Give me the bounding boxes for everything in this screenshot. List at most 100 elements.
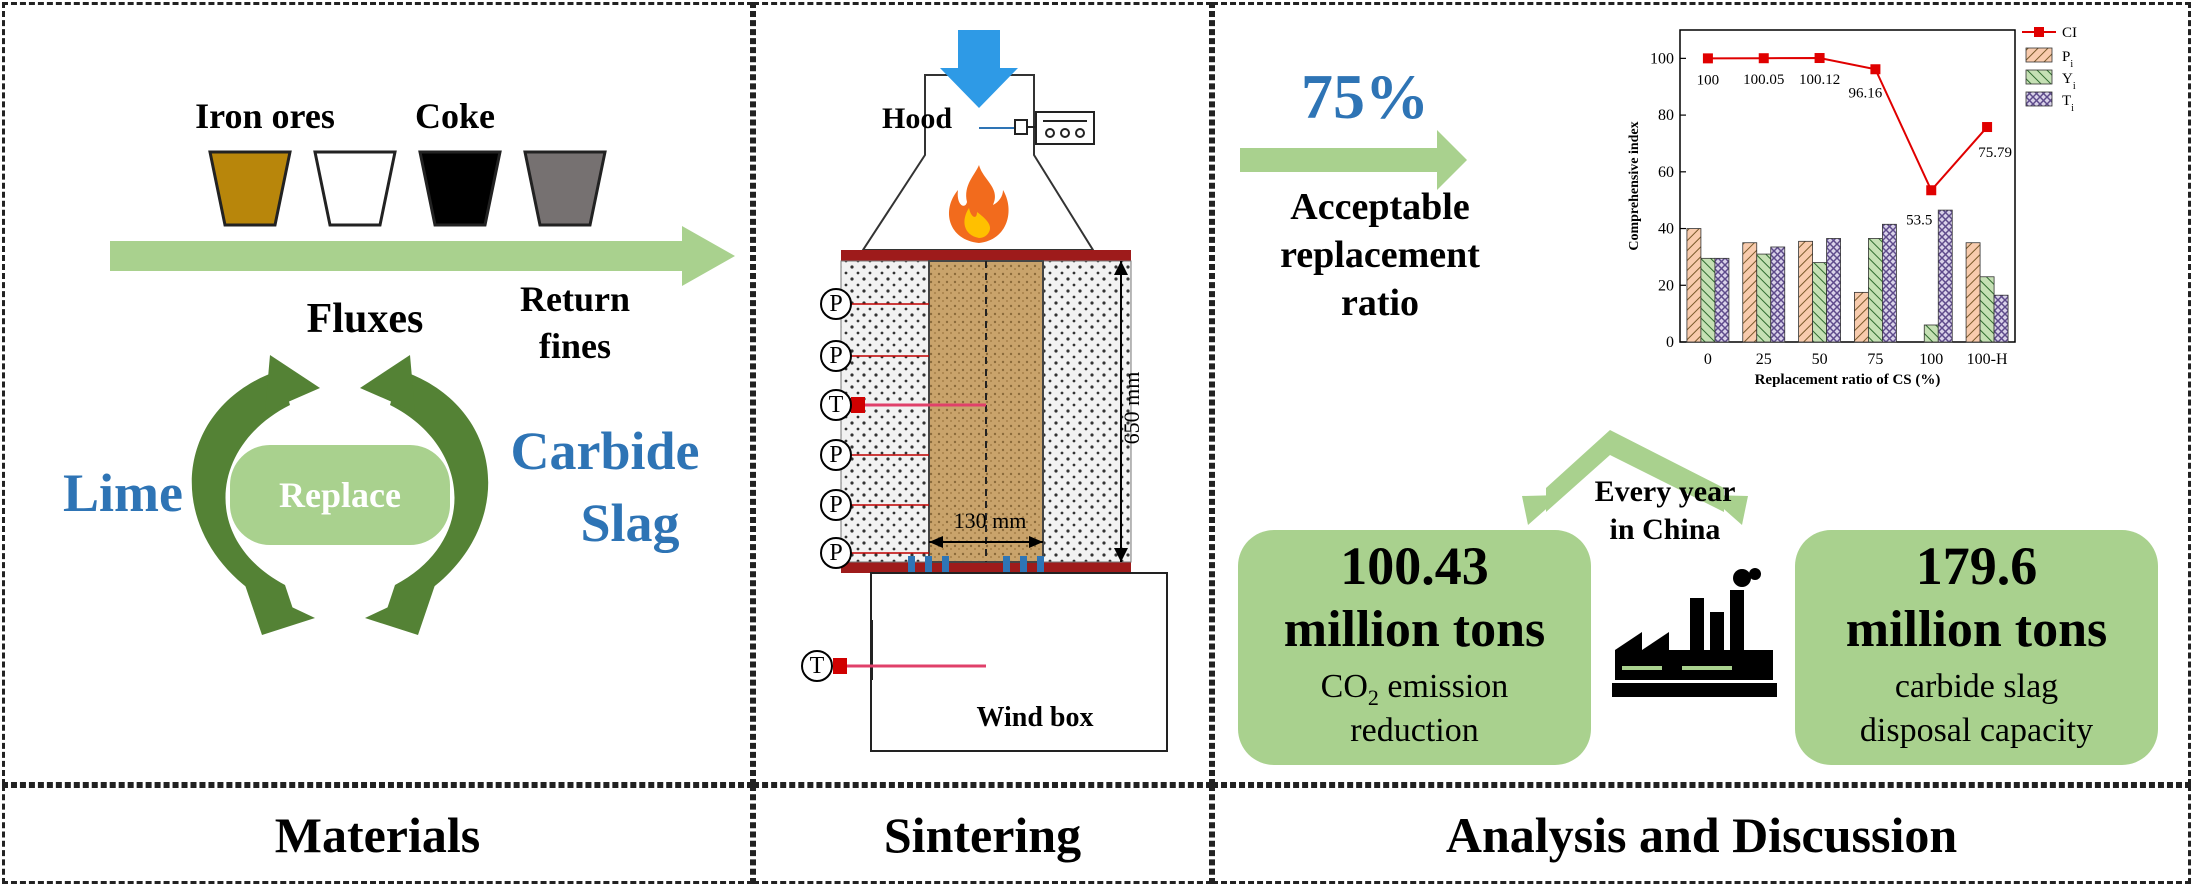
- co2-desc: CO2 emission: [1238, 668, 1591, 711]
- thermocouple: [851, 397, 865, 413]
- iron-ore-hopper: [208, 150, 292, 227]
- sintering-panel: [753, 2, 1212, 785]
- bar-y: [1868, 238, 1883, 343]
- bar-p: [1742, 242, 1758, 343]
- bar-y: [1756, 253, 1772, 343]
- co2-value: 100.43: [1340, 536, 1489, 596]
- disposal-unit: million tons: [1845, 601, 2108, 658]
- y-tick-label: 60: [1658, 164, 1674, 181]
- sintering-graphics: [801, 30, 1168, 752]
- y-tick-label: 40: [1658, 221, 1674, 238]
- cycle-arrow-right: [385, 370, 489, 615]
- analysis-graphics: [1238, 130, 2158, 765]
- legend-label-p: Pi: [2062, 49, 2073, 70]
- windbox-probe-label: T: [809, 653, 825, 679]
- bar-y: [1700, 257, 1716, 343]
- co2-reduction-box: [1238, 530, 1591, 765]
- disposal-desc-line2: disposal capacity: [1859, 712, 2094, 749]
- co2-subscript: 2: [1367, 684, 1379, 710]
- y-tick-label: 100: [1650, 50, 1674, 67]
- acceptable-line1: Acceptable: [1290, 186, 1470, 228]
- return-fines-line2: fines: [539, 326, 611, 366]
- probe-label: P: [829, 442, 843, 468]
- x-tick-label: 0: [1704, 351, 1712, 368]
- materials-label-box: [2, 785, 753, 884]
- fluxes-label: Fluxes: [306, 296, 424, 342]
- flame-icon: [948, 165, 1009, 243]
- ci-data-label: 100.12: [1799, 72, 1840, 88]
- wind-box: [870, 572, 1168, 752]
- carbide-label-line2: Slag: [580, 493, 680, 553]
- cycle-arrow-left: [191, 370, 295, 615]
- bar-t: [1826, 238, 1841, 343]
- coke-label: Coke: [415, 96, 495, 136]
- bar-t: [1937, 209, 1953, 343]
- co2-text: CO: [1320, 668, 1368, 705]
- materials-panel-label: Materials: [274, 807, 481, 863]
- wind-box-label: Wind box: [976, 702, 1094, 733]
- carbide-label-line1: Carbide: [510, 421, 700, 481]
- sintering-panel-label: Sintering: [883, 807, 1082, 863]
- ci-data-label: 100.05: [1743, 72, 1784, 88]
- disposal-desc-line1: carbide slag: [1894, 668, 2059, 705]
- legend-label-t: Ti: [2062, 93, 2074, 114]
- bar-y: [1812, 262, 1827, 343]
- sintering-label-box: [753, 785, 1212, 884]
- probe-lines: [851, 303, 929, 554]
- bar-p: [1798, 240, 1813, 343]
- ci-point: [1758, 53, 1769, 64]
- analysis-panel: [1212, 2, 2191, 785]
- bar-p: [1686, 228, 1702, 343]
- bar-y: [1979, 276, 1995, 343]
- iron-ores-label: Iron ores: [195, 96, 335, 136]
- bar-y: [1923, 324, 1939, 343]
- ci-data-label: 53.5: [1906, 212, 1932, 228]
- legend-swatch-p: [2025, 47, 2053, 63]
- bar-t: [1714, 257, 1730, 343]
- probe-label: P: [829, 540, 843, 566]
- legend-swatch-y: [2025, 69, 2053, 85]
- materials-panel: [2, 2, 753, 785]
- y-axis-label: Comprehensive index: [1627, 121, 1642, 250]
- factory-icon: [1612, 568, 1777, 697]
- x-tick-label: 75: [1867, 351, 1883, 368]
- y-tick-label: 0: [1666, 334, 1674, 351]
- x-tick-label: 50: [1812, 351, 1828, 368]
- ci-data-label: 75.79: [1978, 145, 2012, 161]
- height-dimension-label: 650 mm: [1119, 371, 1144, 445]
- replace-pill: [230, 445, 450, 545]
- ci-point: [1870, 64, 1881, 75]
- ci-point: [1926, 185, 1937, 196]
- chart-plot-frame: [1679, 29, 2016, 343]
- probe-label: P: [829, 492, 843, 518]
- result-arrow: [1240, 130, 1467, 190]
- co2-desc-line2: reduction: [1350, 712, 1479, 749]
- hood-label: Hood: [881, 102, 953, 135]
- return-fines-line1: Return: [520, 279, 630, 319]
- disposal-capacity-box: [1795, 530, 2158, 765]
- legend-swatch-t: [2025, 91, 2053, 107]
- acceptable-line2: replacement: [1280, 234, 1480, 276]
- x-tick-label: 100-H: [1967, 351, 2008, 368]
- flow-arrow: [110, 226, 735, 286]
- percent-label: 75%: [1301, 61, 1429, 132]
- ci-data-label: 100: [1697, 72, 1720, 88]
- emission-text: emission: [1378, 668, 1509, 705]
- probe-label: P: [829, 343, 843, 369]
- x-tick-label: 100: [1919, 351, 1943, 368]
- bar-t: [1993, 294, 2009, 343]
- bar-p: [1965, 242, 1981, 343]
- materials-graphics: [110, 150, 735, 635]
- coke-hopper: [418, 150, 502, 227]
- air-inflow-arrow: [940, 30, 1018, 108]
- bar-p: [1854, 291, 1869, 343]
- lime-label: Lime: [63, 463, 183, 523]
- legend-ci-label: CI: [2062, 25, 2077, 41]
- split-arrow: [1546, 430, 1724, 512]
- ci-point: [1702, 53, 1713, 64]
- return-fines-hopper: [523, 150, 607, 227]
- legend-ci-marker: [2034, 27, 2044, 37]
- ci-point: [1814, 53, 1825, 64]
- every-year-line1: Every year: [1594, 475, 1736, 508]
- analysis-panel-label: Analysis and Discussion: [1445, 807, 1958, 863]
